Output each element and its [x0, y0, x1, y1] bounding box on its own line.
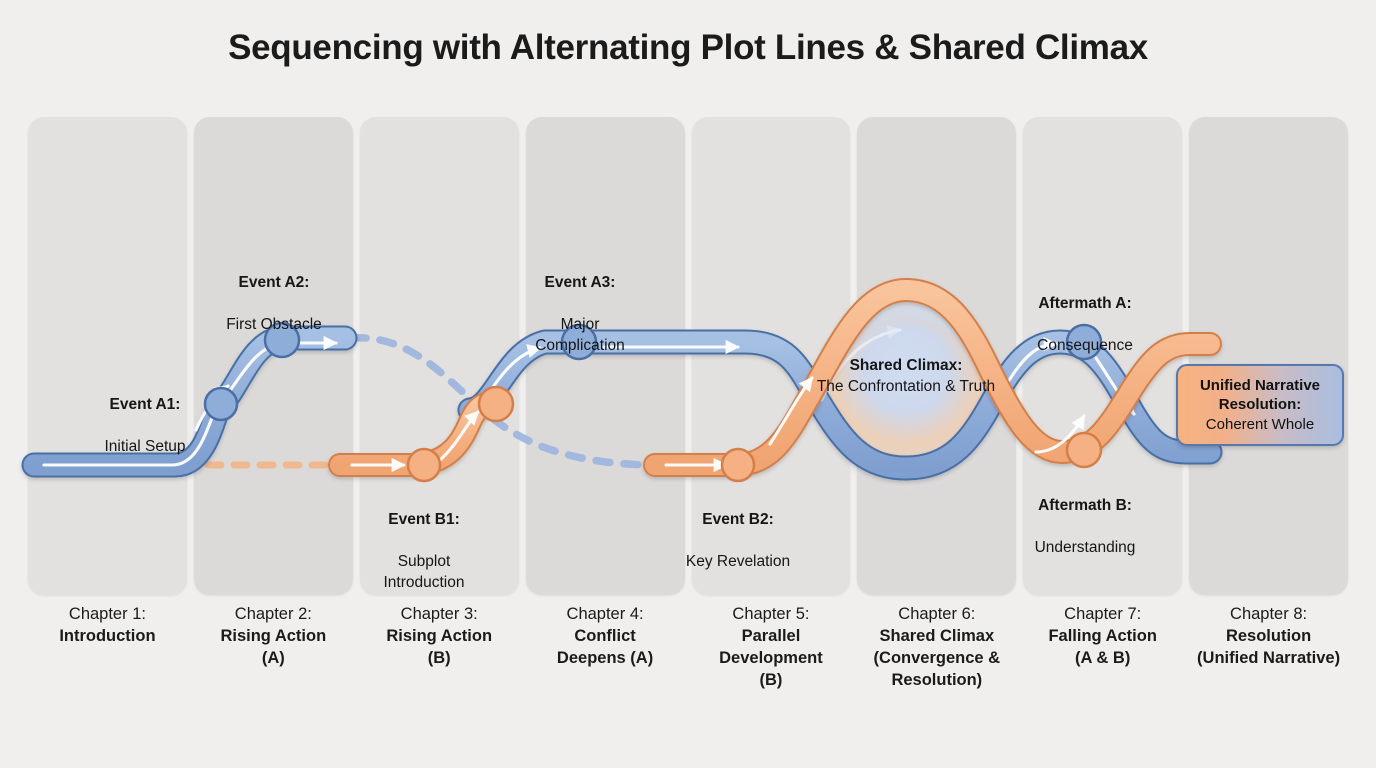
node-aftermath-a [1065, 323, 1103, 361]
label-event-b1: Event B1: Subplot Introduction [383, 510, 465, 591]
chapter-title: Resolution (Unified Narrative) [1197, 626, 1341, 667]
label-aftermath-b: Aftermath B: Understanding [1034, 496, 1136, 556]
chapter-title: Falling Action (A & B) [1048, 626, 1157, 667]
event-nodes [203, 321, 1103, 483]
label-event-a1: Event A1: Initial Setup [104, 395, 186, 455]
label-aftermath-a: Aftermath A: Consequence [1037, 294, 1133, 354]
label-shared-climax: Shared Climax: The Confrontation & Truth [816, 357, 996, 396]
chapter-title: Conflict Deepens (A) [556, 626, 654, 667]
chapter-column-1[interactable] [28, 117, 187, 595]
chapter-number: Chapter 6: [898, 605, 976, 623]
climax-circle [830, 318, 982, 470]
chapter-title: Rising Action (B) [386, 626, 493, 667]
dashed-connector-a-gap [348, 334, 654, 469]
page-title: Sequencing with Alternating Plot Lines &… [228, 28, 1148, 67]
chapter-label-5: Chapter 5: Parallel Development (B) [684, 604, 859, 692]
chapter-number: Chapter 2: [234, 605, 312, 623]
node-a3 [560, 323, 598, 361]
node-a2 [263, 321, 301, 359]
node-b1b [477, 385, 515, 423]
plot-b-arrow-1b [438, 410, 480, 462]
node-a1 [203, 386, 239, 422]
chapter-title: Shared Climax (Convergence & Resolution) [873, 626, 1001, 689]
chapter-label-4: Chapter 4: Conflict Deepens (A) [518, 604, 693, 670]
chapter-title: Rising Action (A) [220, 626, 327, 667]
chapter-number: Chapter 1: [68, 605, 146, 623]
chapter-title: Introduction [59, 626, 156, 645]
label-event-a2: Event A2: First Obstacle [226, 273, 322, 333]
chapter-label-2: Chapter 2: Rising Action (A) [186, 604, 361, 670]
chapter-column-3[interactable] [359, 117, 519, 595]
chapter-label-7: Chapter 7: Falling Action (A & B) [1015, 604, 1190, 670]
chapter-number: Chapter 5: [732, 605, 810, 623]
chapter-number: Chapter 8: [1230, 605, 1308, 623]
label-event-b2: Event B2: Key Revelation [685, 510, 791, 570]
resolution-box[interactable]: Unified Narrative Resolution: Coherent W… [1176, 364, 1344, 446]
chapter-column-8[interactable] [1189, 117, 1348, 595]
chapter-number: Chapter 4: [566, 605, 644, 623]
plot-b-arrow-2b [768, 376, 814, 446]
chapter-column-4[interactable] [525, 117, 685, 595]
node-b1 [406, 447, 442, 483]
node-b2 [720, 447, 756, 483]
chapter-number: Chapter 3: [400, 605, 478, 623]
chapter-title: Parallel Development (B) [719, 626, 823, 689]
label-event-a3: Event A3: Major Complication [535, 273, 625, 354]
node-aftermath-b [1065, 431, 1103, 469]
chapter-label-6: Chapter 6: Shared Climax (Convergence & R… [849, 604, 1024, 692]
plot-a-arrow-3a [1006, 336, 1058, 384]
chapter-number: Chapter 7: [1064, 605, 1142, 623]
plot-line-b-segment-2 [643, 278, 1222, 477]
chapter-label-8: Chapter 8: Resolution (Unified Narrative) [1181, 604, 1356, 670]
plot-b-arrow-3 [1034, 414, 1086, 454]
chapter-label-1: Chapter 1: Introduction [20, 604, 195, 648]
plot-line-a-segment-2 [457, 329, 1223, 481]
chapter-label-3: Chapter 3: Rising Action (B) [352, 604, 527, 670]
